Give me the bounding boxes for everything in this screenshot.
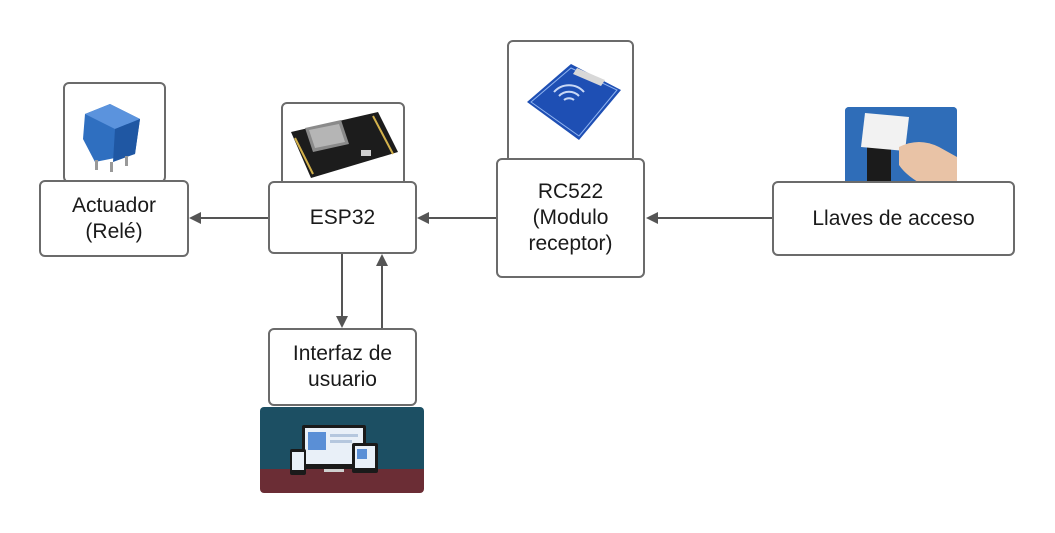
access-card-hand-icon bbox=[845, 107, 957, 193]
node-ui-label: Interfaz de usuario bbox=[292, 342, 393, 391]
devices-illustration-icon bbox=[260, 407, 424, 493]
esp32-board-icon bbox=[291, 112, 398, 178]
relay-module-icon bbox=[83, 104, 140, 172]
esp32-thumbnail bbox=[281, 102, 405, 194]
rfid-reader-icon bbox=[527, 64, 621, 140]
node-rc522: RC522 (Modulo receptor) bbox=[496, 158, 645, 278]
node-rc522-label: RC522 (Modulo receptor) bbox=[528, 180, 613, 255]
node-esp32-label: ESP32 bbox=[309, 205, 376, 229]
node-keys: Llaves de acceso bbox=[772, 181, 1015, 256]
ui-illustration bbox=[260, 407, 424, 493]
relay-thumbnail bbox=[63, 82, 166, 183]
node-keys-label: Llaves de acceso bbox=[812, 206, 975, 230]
keys-thumbnail bbox=[845, 107, 957, 193]
node-actuator: Actuador (Relé) bbox=[39, 180, 189, 257]
node-esp32: ESP32 bbox=[268, 181, 417, 254]
node-actuator-label: Actuador (Relé) bbox=[71, 193, 157, 243]
node-ui: Interfaz de usuario bbox=[268, 328, 417, 406]
rc522-thumbnail bbox=[507, 40, 634, 166]
